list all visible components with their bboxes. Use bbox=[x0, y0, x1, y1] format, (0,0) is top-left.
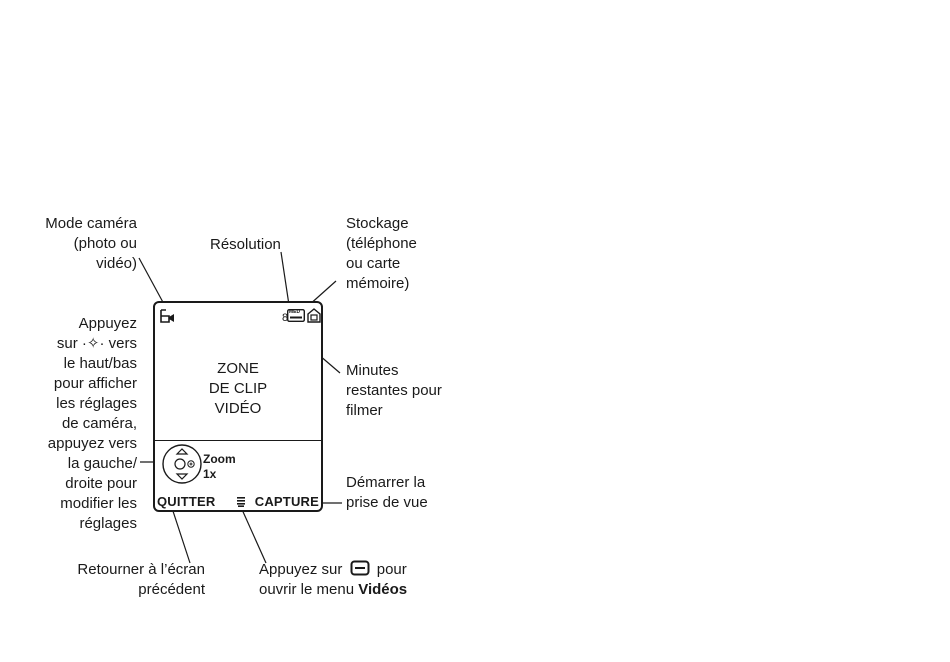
leader-resolution bbox=[280, 251, 290, 306]
label-return: Retourner à l’écran précédent bbox=[77, 561, 205, 598]
storage-icon bbox=[307, 308, 321, 323]
nav-key-icon[interactable] bbox=[161, 443, 203, 485]
leader-return bbox=[170, 504, 191, 564]
resolution-badge: MED bbox=[289, 309, 301, 315]
resolution-icon bbox=[287, 309, 305, 322]
label-storage: Stockage (téléphone ou carte mémoire) bbox=[346, 215, 417, 292]
label-menu: Appuyez sur pour ouvrir le menu Vidéos bbox=[259, 560, 408, 598]
menu-key-icon bbox=[350, 560, 370, 576]
capture-softkey[interactable]: CAPTURE bbox=[254, 494, 319, 509]
minutes-remaining: 8 bbox=[282, 312, 289, 324]
video-camera-icon bbox=[160, 309, 174, 323]
zoom-readout: Zoom 1x bbox=[203, 452, 236, 481]
divider bbox=[155, 440, 321, 441]
label-minutes: Minutes restantes pour filmer bbox=[346, 362, 442, 419]
label-camera-mode: Mode caméra (photo ou vidéo) bbox=[45, 215, 137, 272]
quit-softkey[interactable]: QUITTER bbox=[157, 494, 216, 509]
menu-icon[interactable] bbox=[237, 497, 245, 507]
label-start: Démarrer la prise de vue bbox=[346, 474, 428, 511]
leader-camera-mode bbox=[138, 257, 166, 307]
label-press-nav: Appuyez sur ·✧· vers le haut/bas pour af… bbox=[47, 315, 137, 532]
phone-screen: 8 MED ZONE DE CLIP VIDÉO Zoom 1x QUITTER… bbox=[153, 301, 323, 512]
video-clip-zone: ZONE DE CLIP VIDÉO bbox=[208, 360, 268, 417]
leader-menu bbox=[239, 504, 267, 564]
label-resolution: Résolution bbox=[210, 236, 281, 253]
